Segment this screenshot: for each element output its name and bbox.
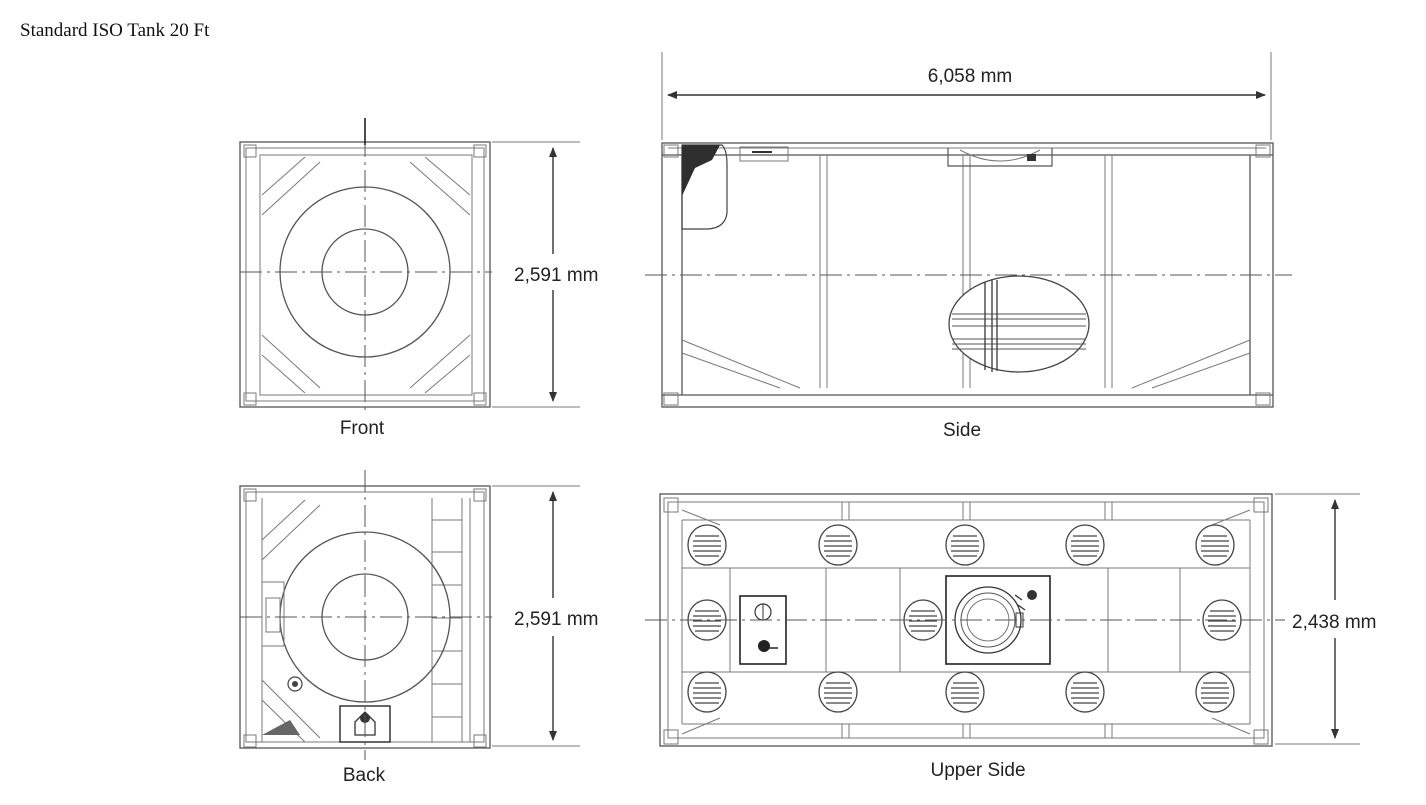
side-view-label: Side <box>943 420 981 441</box>
back-view-label: Back <box>343 765 386 786</box>
upper-side-view <box>645 493 1285 747</box>
side-view <box>645 142 1292 408</box>
back-height-value: 2,591 mm <box>514 609 598 630</box>
length-value: 6,058 mm <box>928 66 1012 87</box>
front-view <box>239 118 492 410</box>
upper-side-view-label: Upper Side <box>930 760 1025 781</box>
front-view-label: Front <box>340 418 385 439</box>
length-dimension <box>661 52 1272 140</box>
front-height-value: 2,591 mm <box>514 265 598 286</box>
back-view <box>239 470 492 760</box>
page-title: Standard ISO Tank 20 Ft <box>20 20 210 41</box>
front-height-dimension <box>492 141 580 408</box>
width-dimension <box>1275 493 1360 745</box>
back-height-dimension <box>492 485 580 747</box>
width-value: 2,438 mm <box>1292 612 1376 633</box>
